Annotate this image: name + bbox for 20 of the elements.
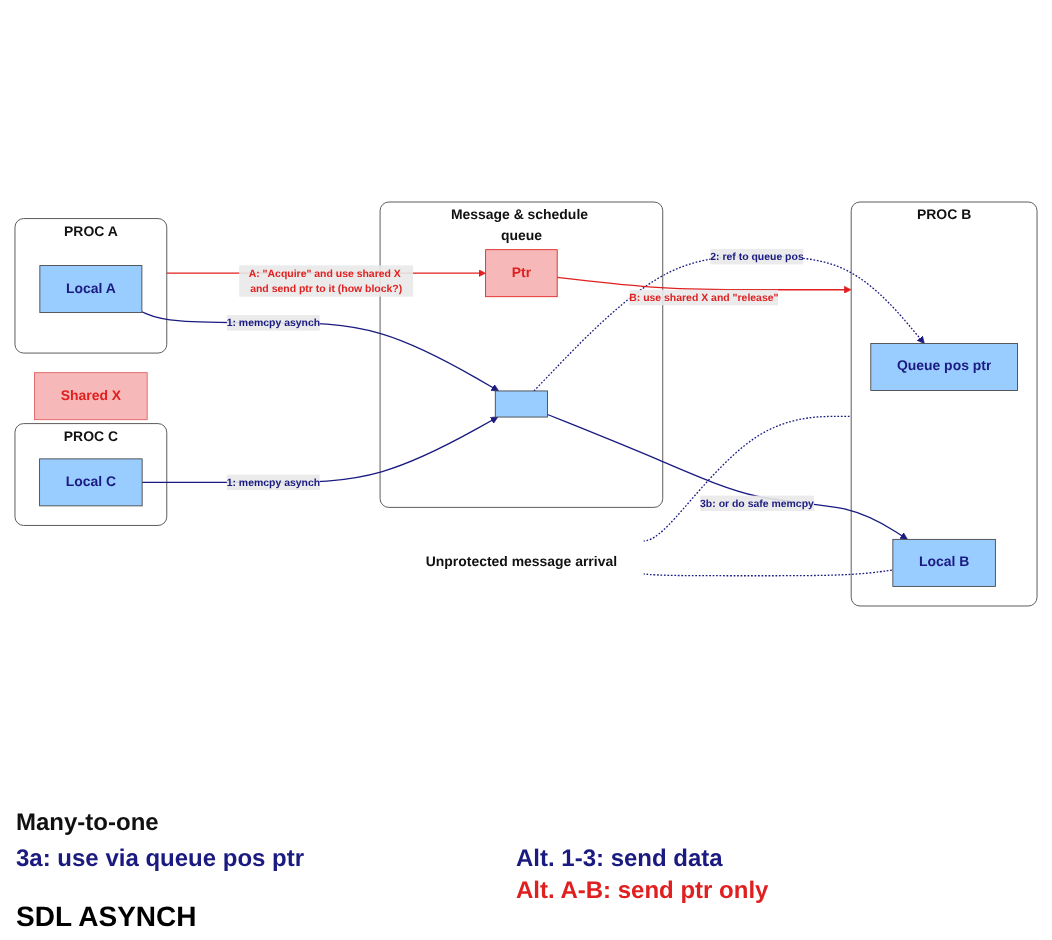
cluster xyxy=(14,423,168,526)
node-box xyxy=(892,538,996,587)
node-box xyxy=(39,458,143,507)
node-box xyxy=(39,265,143,313)
node-box xyxy=(485,249,558,298)
note-text: Alt. A-B: send ptr only xyxy=(516,876,769,904)
node-box xyxy=(34,372,148,421)
cluster xyxy=(850,201,1038,607)
arrow xyxy=(141,311,499,392)
note-text: Alt. 1-3: send data xyxy=(516,844,723,872)
cluster xyxy=(14,218,168,354)
note-text: 3a: use via queue pos ptr xyxy=(16,844,305,872)
connector xyxy=(642,569,894,577)
note-text: Many-to-one xyxy=(16,808,159,836)
connector xyxy=(642,415,852,542)
node-box xyxy=(494,390,548,418)
diagram-caption: SDL ASYNCH xyxy=(16,900,197,932)
arrow xyxy=(546,413,908,540)
node-box xyxy=(870,343,1018,391)
arrow xyxy=(533,256,925,392)
